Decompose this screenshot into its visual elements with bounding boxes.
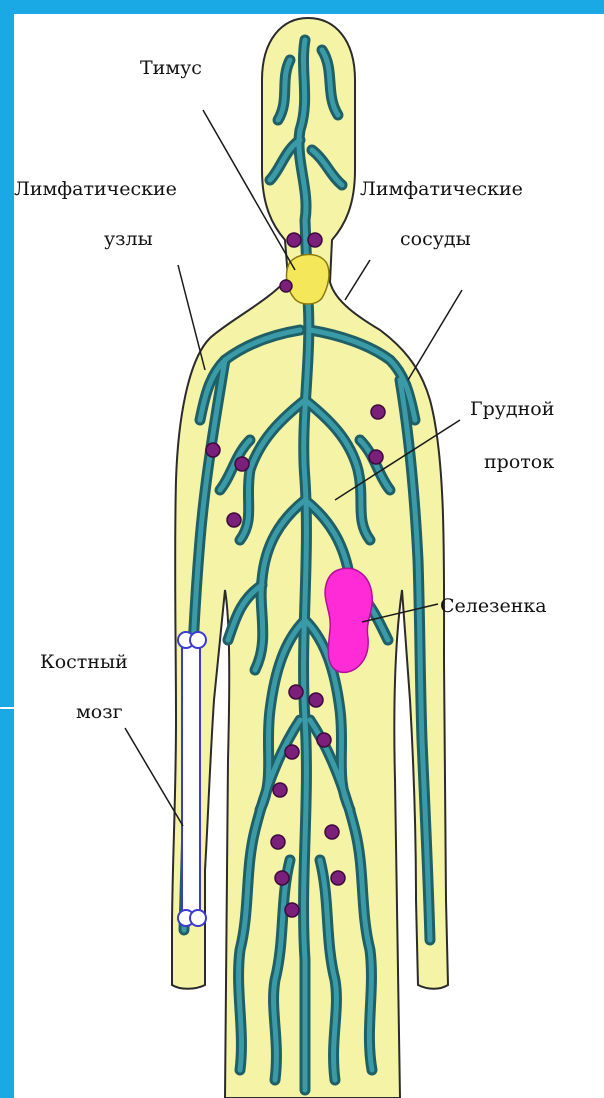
thymus-organ (287, 255, 329, 305)
label-bone-marrow-line1: Костный (40, 651, 128, 673)
spleen-organ (325, 568, 372, 672)
lymph-node (280, 280, 292, 292)
label-lymph-nodes-line2: узлы (104, 228, 153, 250)
lymph-node (369, 450, 383, 464)
label-lymph-vessels-line2: сосуды (400, 228, 471, 250)
label-lymph-nodes-line1: Лимфатические (14, 178, 177, 200)
lymph-node (308, 233, 322, 247)
lymph-node (371, 405, 385, 419)
label-spleen: Селезенка (440, 595, 547, 617)
lymph-node (206, 443, 220, 457)
lymph-node (235, 457, 249, 471)
lymph-node (289, 685, 303, 699)
label-thoracic-duct-line2: проток (484, 451, 554, 473)
lymph-node (287, 233, 301, 247)
lymph-node (227, 513, 241, 527)
lymph-node (331, 871, 345, 885)
label-thymus: Тимус (140, 57, 202, 79)
lymph-node (309, 693, 323, 707)
label-thoracic-duct-line1: Грудной (470, 398, 554, 420)
label-lymph-vessels-line1: Лимфатические (360, 178, 523, 200)
lymph-node (273, 783, 287, 797)
lymph-node (285, 903, 299, 917)
lymph-node (325, 825, 339, 839)
lymph-node (275, 871, 289, 885)
lymph-node (285, 745, 299, 759)
lymph-node (271, 835, 285, 849)
lymph-node (317, 733, 331, 747)
label-bone-marrow-line2: мозг (76, 701, 123, 723)
